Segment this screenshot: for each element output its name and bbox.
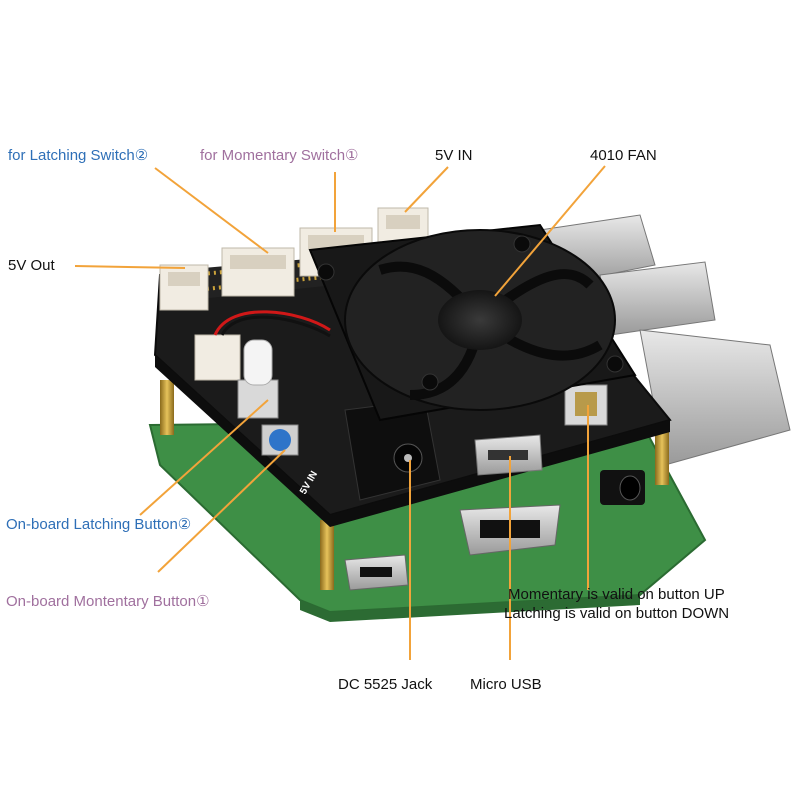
label-momentary-valid: Momentary is valid on button UP: [508, 586, 725, 603]
leader-momentary-button: [157, 449, 286, 573]
label-latching-button: On-board Latching Button②: [6, 516, 192, 533]
connector-latching-switch: [221, 247, 295, 297]
label-5v-in: 5V IN: [435, 147, 473, 164]
cooling-fan-icon: [308, 223, 637, 422]
tact-switch: [564, 384, 608, 426]
leader-latching-button: [139, 399, 269, 516]
label-dc-jack: DC 5525 Jack: [338, 676, 433, 693]
fan-connector: [194, 310, 331, 381]
latching-button: [237, 339, 279, 419]
label-micro-usb: Micro USB: [470, 676, 542, 693]
mini-hdmi: [344, 554, 409, 591]
leader-fan: [494, 165, 606, 297]
micro-usb-icon: [474, 434, 543, 476]
leader-5v-out: [74, 265, 186, 269]
label-latching-valid: Latching is valid on button DOWN: [504, 605, 730, 622]
label-5v-out: 5V Out: [8, 257, 55, 274]
label-fan: 4010 FAN: [590, 147, 657, 164]
label-momentary-button: On-board Montentary Button①: [6, 593, 210, 610]
dc-jack-icon: [344, 399, 441, 501]
label-latching-switch: for Latching Switch②: [8, 147, 149, 164]
momentary-button: [261, 424, 299, 456]
expansion-board-edge: [155, 355, 670, 527]
leader-5v-in: [404, 166, 449, 213]
audio-jack: [600, 470, 645, 505]
leader-lines: [74, 165, 606, 660]
label-momentary-switch: for Momentary Switch①: [200, 147, 359, 164]
raspberry-pi-board-edge: [300, 595, 640, 622]
leader-latching-switch: [154, 167, 269, 254]
connector-5v-out: [159, 264, 209, 311]
